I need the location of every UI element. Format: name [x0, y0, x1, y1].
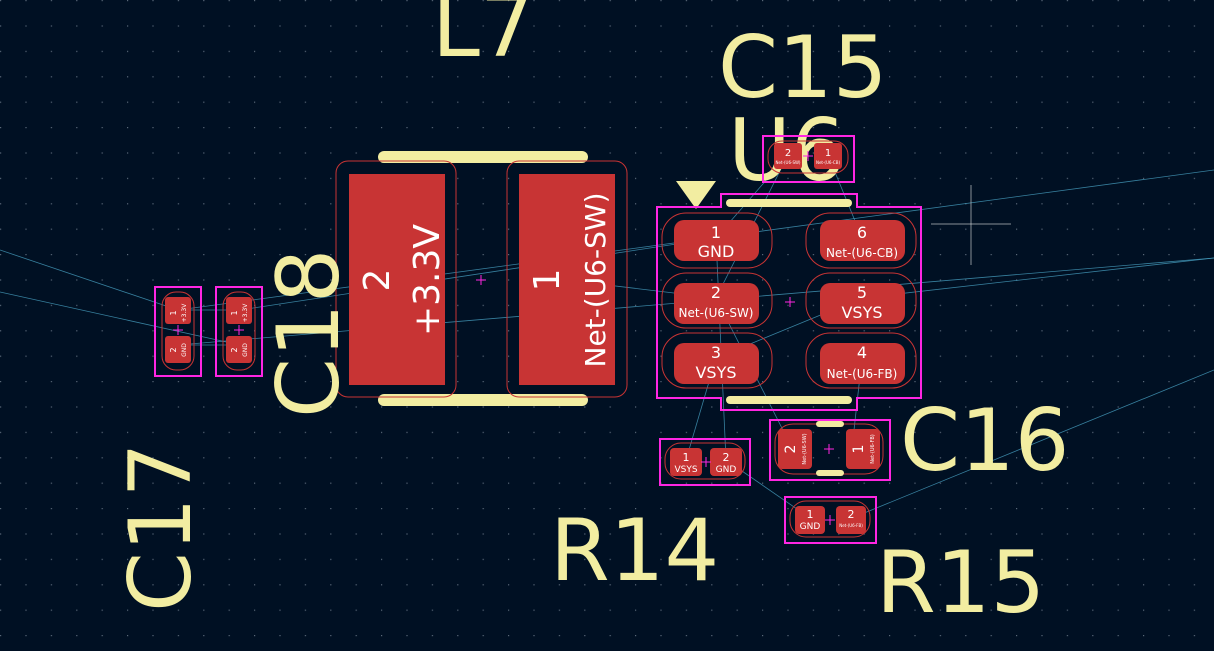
c16-courtyard	[769, 419, 891, 481]
c17-pad1-net: +3.3V	[181, 303, 188, 323]
r14-courtyard	[659, 438, 751, 486]
c15-pad-2[interactable]	[774, 143, 802, 169]
u6-pad4-number: 4	[857, 343, 867, 362]
c18-pad2-net: GND	[242, 343, 249, 357]
u6-pad1-number: 1	[711, 223, 721, 242]
u6-pad4-net: Net-(U6-FB)	[827, 367, 898, 381]
l7-pad1-net: Net-(U6-SW)	[579, 193, 612, 368]
c16-pad-2[interactable]	[778, 429, 812, 469]
c16-ref: C16	[900, 391, 1069, 491]
c18-pad-1[interactable]	[226, 297, 252, 324]
u6-pad-3[interactable]	[674, 343, 759, 384]
c15-pad2-net: Net-(U6-SW)	[776, 160, 801, 165]
c18-ref: C18	[259, 249, 359, 418]
u6-pad5-number: 5	[857, 283, 867, 302]
u6-silk-top	[726, 199, 852, 207]
u6-pad-6[interactable]	[820, 220, 905, 261]
r14-footprint[interactable]: 1 VSYS 2 GND	[659, 438, 751, 486]
c17-pad-2[interactable]	[165, 336, 191, 363]
r15-footprint[interactable]: 1 GND 2 Net-(U6-FB)	[784, 496, 877, 544]
u6-pad2-net: Net-(U6-SW)	[679, 306, 754, 320]
c15-footprint[interactable]: 2 Net-(U6-SW) 1 Net-(U6-CB)	[762, 135, 855, 183]
r14-ref: R14	[550, 501, 719, 601]
r14-pad2-number: 2	[723, 451, 730, 464]
c15-pad1-net: Net-(U6-CB)	[816, 160, 840, 165]
c17-pad1-number: 1	[169, 310, 178, 315]
c15-ref: C15	[718, 18, 887, 118]
r15-pad1-number: 1	[807, 508, 814, 521]
c17-pad-1[interactable]	[165, 297, 191, 324]
u6-pad-4[interactable]	[820, 343, 905, 384]
c17-courtyard	[154, 286, 202, 377]
c17-pad2-net: GND	[181, 343, 188, 357]
u6-footprint[interactable]: 1 GND 2 Net-(U6-SW) 3 VSYS 6 Net-(U6-CB)…	[656, 181, 922, 411]
r15-pad-2[interactable]	[836, 506, 866, 534]
c16-pad2-number: 2	[783, 445, 799, 454]
l7-pad1-outline	[506, 160, 628, 398]
l7-footprint[interactable]: 2 +3.3V 1 Net-(U6-SW)	[335, 151, 628, 406]
r15-ref: R15	[876, 533, 1045, 633]
c16-pad-1[interactable]	[846, 429, 880, 469]
c17-ref: C17	[111, 443, 211, 612]
c18-pad1-net: +3.3V	[242, 303, 249, 323]
r14-pad2-net: GND	[716, 465, 737, 475]
c18-footprint[interactable]: 1 +3.3V 2 GND	[215, 286, 263, 377]
crosshair-cursor	[931, 185, 1011, 265]
c16-pad2-net: Net-(U6-SW)	[802, 433, 808, 464]
u6-pad-5[interactable]	[820, 283, 905, 324]
u6-pin1-marker	[676, 181, 716, 209]
u6-courtyard	[656, 193, 922, 411]
u6-pad3-net: VSYS	[695, 363, 736, 382]
l7-pad-1[interactable]	[519, 174, 615, 385]
c16-pad1-number: 1	[851, 445, 867, 454]
u6-pad1-net: GND	[698, 242, 735, 261]
r15-pad-1[interactable]	[795, 506, 825, 534]
l7-pad1-number: 1	[527, 269, 568, 292]
c15-pad1-number: 1	[825, 148, 831, 159]
c18-pad1-number: 1	[230, 310, 239, 315]
c15-pad-1[interactable]	[814, 143, 842, 169]
u6-pad6-net: Net-(U6-CB)	[826, 246, 898, 260]
c15-pad2-number: 2	[785, 148, 791, 159]
c17-pad2-number: 2	[169, 347, 178, 352]
c15-courtyard	[762, 135, 855, 183]
u6-silk-bottom	[726, 396, 852, 404]
r15-pad1-net: GND	[800, 522, 821, 532]
u6-pad3-number: 3	[711, 343, 721, 362]
u6-pad6-number: 6	[857, 223, 867, 242]
r15-pad2-net: Net-(U6-FB)	[839, 523, 863, 528]
l7-pad2-number: 2	[357, 269, 398, 292]
l7-pad-2[interactable]	[349, 174, 445, 385]
r14-pad1-number: 1	[683, 451, 690, 464]
r14-pad-1[interactable]	[670, 448, 702, 476]
r14-pad1-net: VSYS	[674, 465, 697, 475]
u6-pad2-number: 2	[711, 283, 721, 302]
l7-pad2-net: +3.3V	[407, 224, 448, 336]
c16-footprint[interactable]: 2 Net-(U6-SW) 1 Net-(U6-FB)	[769, 419, 891, 481]
c18-pad-2[interactable]	[226, 336, 252, 363]
r15-pad2-number: 2	[848, 508, 855, 521]
u6-pad5-net: VSYS	[841, 303, 882, 322]
c17-footprint[interactable]: 1 +3.3V 2 GND	[154, 286, 202, 377]
u6-pad-1[interactable]	[674, 220, 759, 261]
l7-silk-top	[378, 151, 588, 163]
r14-pad-2[interactable]	[710, 448, 742, 476]
c18-courtyard	[215, 286, 263, 377]
r15-courtyard	[784, 496, 877, 544]
l7-pad2-outline	[335, 160, 457, 398]
l7-origin-marker	[476, 275, 486, 285]
c16-pad1-net: Net-(U6-FB)	[870, 434, 876, 463]
l7-ref: L7	[432, 0, 535, 77]
l7-silk-bottom	[378, 394, 588, 406]
u6-pad-2[interactable]	[674, 283, 759, 324]
c18-pad2-number: 2	[230, 347, 239, 352]
